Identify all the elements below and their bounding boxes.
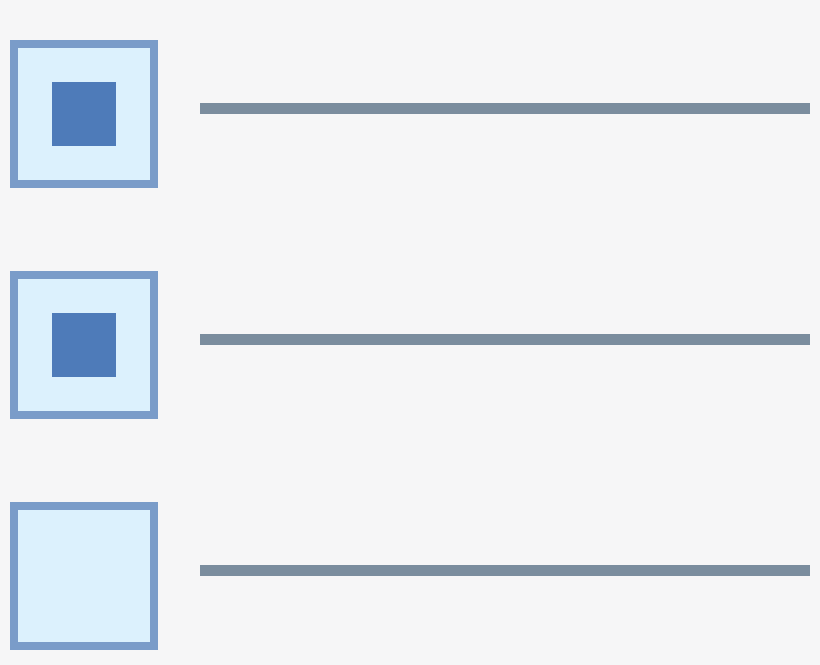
checklist-item [0, 271, 820, 419]
checklist-item [0, 502, 820, 650]
item-line [200, 103, 810, 114]
checkbox-checked[interactable] [10, 40, 158, 188]
checkbox-unchecked[interactable] [10, 502, 158, 650]
check-mark-icon [52, 82, 116, 146]
item-line [200, 334, 810, 345]
item-line [200, 565, 810, 576]
checkbox-checked[interactable] [10, 271, 158, 419]
check-mark-icon [52, 313, 116, 377]
checklist-item [0, 40, 820, 188]
